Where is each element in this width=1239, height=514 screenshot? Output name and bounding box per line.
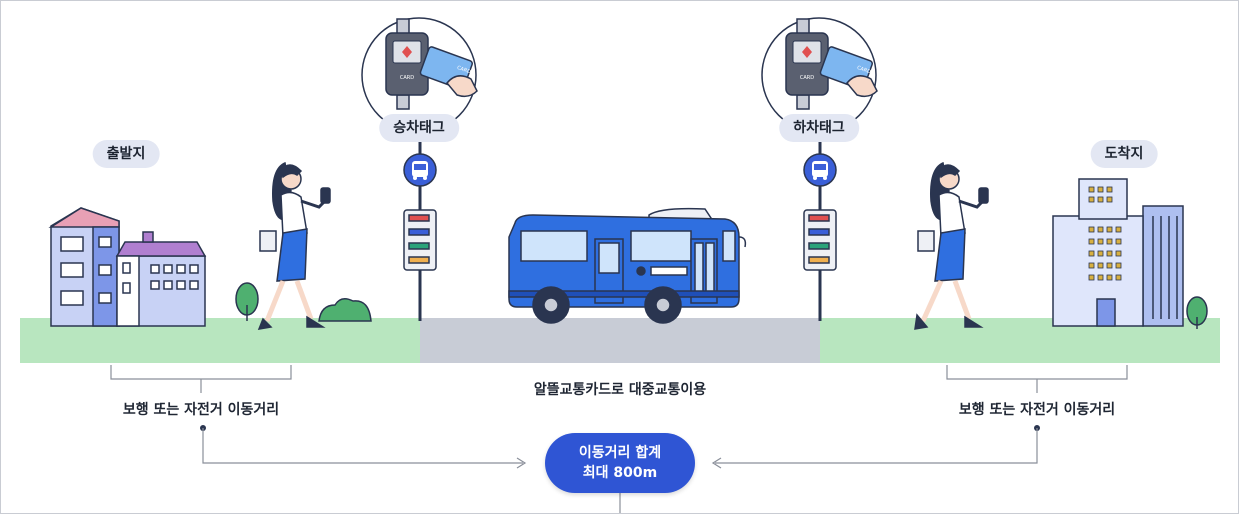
alighting-card-reader-icon: CARD CARD (761, 17, 878, 133)
walking-woman-right-icon (914, 161, 989, 330)
connector-right-arrow (711, 425, 1040, 469)
connector-left-arrow (200, 425, 527, 469)
bracket-left (110, 365, 292, 393)
walking-woman-left-icon (257, 161, 331, 330)
reader-card-text-right: CARD (800, 75, 814, 81)
tree-icon (235, 282, 259, 321)
walk-left-caption: 보행 또는 자전거 이동거리 (122, 402, 280, 418)
bus-stop-sign-left-icon (403, 153, 437, 187)
total-line-1: 이동거리 합계 (578, 445, 662, 461)
road (420, 318, 820, 363)
alighting-tag-label: 하차태그 (779, 114, 859, 142)
reader-card-text: CARD (400, 75, 414, 81)
destination-buildings-icon (1052, 178, 1184, 327)
transit-caption: 알뜰교통카드로 대중교통이용 (533, 382, 707, 398)
total-distance-badge: 이동거리 합계 최대 800m (545, 433, 695, 493)
bus-icon (508, 207, 747, 324)
total-line-2: 최대 800m (582, 465, 658, 481)
bracket-right (946, 365, 1128, 393)
route-board-left-icon (403, 209, 437, 271)
bus-stop-sign-right-icon (803, 153, 837, 187)
boarding-card-reader-icon: CARD CARD (361, 17, 478, 133)
destination-window-grid (1088, 186, 1122, 281)
route-board-right-icon (803, 209, 837, 271)
origin-buildings-icon (48, 207, 207, 327)
card-text-right: CARD (856, 65, 872, 76)
destination-label: 도착지 (1090, 140, 1158, 168)
bush-icon (318, 298, 372, 322)
tree-right-icon (1186, 296, 1208, 329)
origin-label: 출발지 (92, 140, 160, 168)
card-text-left: CARD (456, 65, 472, 76)
walk-right-caption: 보행 또는 자전거 이동거리 (958, 402, 1116, 418)
boarding-tag-label: 승차태그 (379, 114, 459, 142)
